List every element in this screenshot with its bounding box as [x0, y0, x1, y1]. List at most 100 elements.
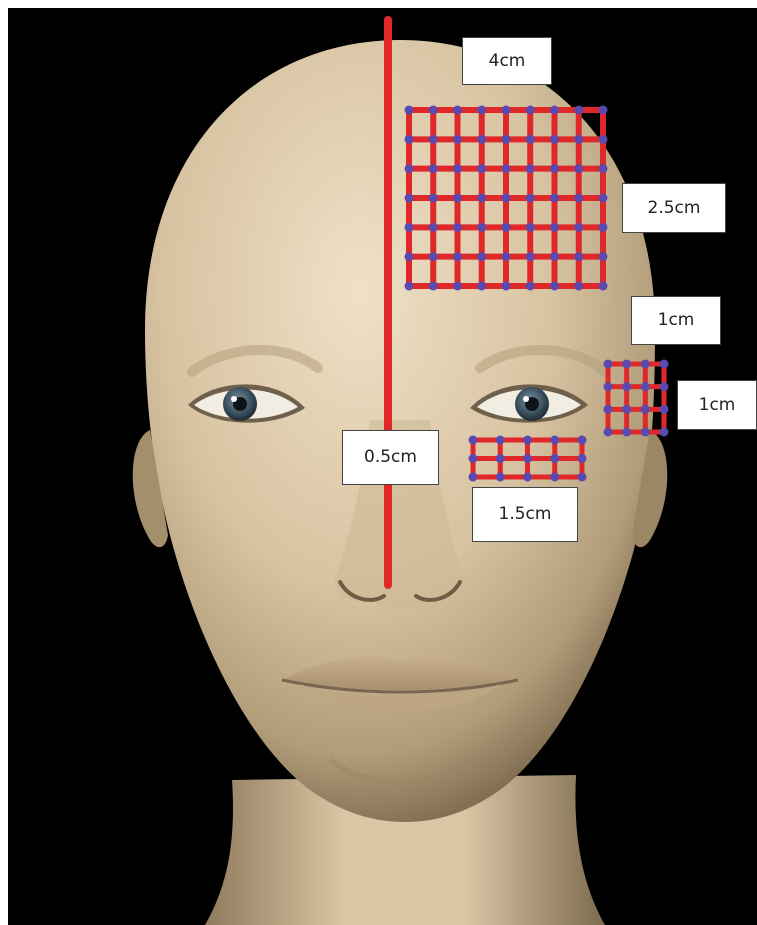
forehead-grid-point: [550, 106, 559, 115]
forehead-grid-point: [599, 135, 608, 144]
forehead-grid-point: [526, 106, 535, 115]
forehead-grid-point: [453, 135, 462, 144]
forehead-grid-point: [502, 252, 511, 261]
cheek-grid-point: [641, 382, 650, 391]
under-eye-grid-point: [523, 473, 532, 482]
forehead-grid-point: [477, 164, 486, 173]
forehead-grid-point: [453, 164, 462, 173]
forehead-grid-point: [526, 194, 535, 203]
cheek-grid-point: [604, 428, 613, 437]
forehead-grid-point: [599, 106, 608, 115]
forehead-grid-point: [574, 106, 583, 115]
under-eye-grid-point: [469, 436, 478, 445]
under-eye-grid-point: [578, 473, 587, 482]
forehead-grid-point: [502, 223, 511, 232]
cheek-grid-point: [604, 405, 613, 414]
forehead-grid-point: [574, 135, 583, 144]
forehead-grid-point: [599, 252, 608, 261]
forehead-grid-point: [574, 194, 583, 203]
under-eye-grid-point: [550, 436, 559, 445]
forehead-grid-point: [429, 194, 438, 203]
forehead-grid-point: [429, 223, 438, 232]
forehead-grid-point: [429, 252, 438, 261]
under-eye-grid-point: [550, 454, 559, 463]
forehead-grid-point: [453, 252, 462, 261]
forehead-height-label: 2.5cm: [622, 183, 726, 233]
forehead-grid-point: [502, 194, 511, 203]
forehead-grid-point: [550, 223, 559, 232]
forehead-grid-point: [477, 252, 486, 261]
forehead-grid-point: [453, 106, 462, 115]
cheek-grid-point: [641, 360, 650, 369]
forehead-grid-point: [599, 194, 608, 203]
forehead-grid-point: [405, 106, 414, 115]
forehead-grid-point: [477, 135, 486, 144]
forehead-grid-point: [550, 164, 559, 173]
under-eye-grid-point: [496, 436, 505, 445]
cheek-grid-point: [660, 360, 669, 369]
forehead-grid-point: [405, 282, 414, 291]
forehead-grid: [405, 106, 608, 291]
forehead-grid-point: [477, 282, 486, 291]
forehead-width-label: 4cm: [462, 37, 552, 85]
forehead-grid-point: [429, 282, 438, 291]
under-eye-grid: [469, 436, 587, 482]
cheek-grid-point: [622, 428, 631, 437]
forehead-grid-point: [453, 223, 462, 232]
forehead-grid-point: [502, 106, 511, 115]
under-eye-grid-point: [523, 454, 532, 463]
forehead-grid-point: [599, 164, 608, 173]
forehead-grid-point: [550, 252, 559, 261]
forehead-grid-point: [574, 252, 583, 261]
under-eye-grid-point: [469, 473, 478, 482]
forehead-grid-point: [574, 223, 583, 232]
forehead-grid-point: [429, 135, 438, 144]
forehead-grid-point: [550, 282, 559, 291]
midline-spacing-label: 0.5cm: [342, 430, 439, 485]
forehead-grid-point: [405, 252, 414, 261]
forehead-grid-point: [574, 164, 583, 173]
cheek-grid-point: [660, 428, 669, 437]
forehead-grid-point: [429, 106, 438, 115]
under-eye-grid-point: [523, 436, 532, 445]
cheek-grid-point: [622, 405, 631, 414]
forehead-grid-point: [453, 282, 462, 291]
cheek-width-label: 1cm: [631, 296, 721, 345]
forehead-grid-point: [526, 135, 535, 144]
cheek-grid-point: [660, 405, 669, 414]
cheek-grid-point: [604, 360, 613, 369]
forehead-grid-point: [405, 164, 414, 173]
forehead-grid-point: [526, 282, 535, 291]
under-eye-grid-point: [496, 454, 505, 463]
forehead-grid-point: [405, 135, 414, 144]
cheek-grid-point: [604, 382, 613, 391]
forehead-grid-point: [477, 106, 486, 115]
forehead-grid-point: [477, 194, 486, 203]
forehead-grid-point: [502, 135, 511, 144]
forehead-grid-point: [429, 164, 438, 173]
under-eye-width-label: 1.5cm: [472, 487, 578, 542]
forehead-grid-point: [550, 194, 559, 203]
forehead-grid-point: [550, 135, 559, 144]
under-eye-grid-point: [496, 473, 505, 482]
forehead-grid-point: [599, 282, 608, 291]
forehead-grid-point: [405, 194, 414, 203]
under-eye-grid-point: [550, 473, 559, 482]
cheek-grid-point: [660, 382, 669, 391]
under-eye-grid-point: [469, 454, 478, 463]
forehead-grid-point: [526, 223, 535, 232]
forehead-grid-point: [526, 252, 535, 261]
forehead-grid-point: [526, 164, 535, 173]
under-eye-grid-point: [578, 436, 587, 445]
forehead-grid-point: [477, 223, 486, 232]
cheek-grid-point: [641, 405, 650, 414]
forehead-grid-point: [574, 282, 583, 291]
cheek-grid-point: [641, 428, 650, 437]
cheek-grid-point: [622, 360, 631, 369]
forehead-grid-point: [502, 282, 511, 291]
forehead-grid-point: [453, 194, 462, 203]
cheek-height-label: 1cm: [677, 380, 757, 430]
forehead-grid-point: [502, 164, 511, 173]
cheek-grid-point: [622, 382, 631, 391]
